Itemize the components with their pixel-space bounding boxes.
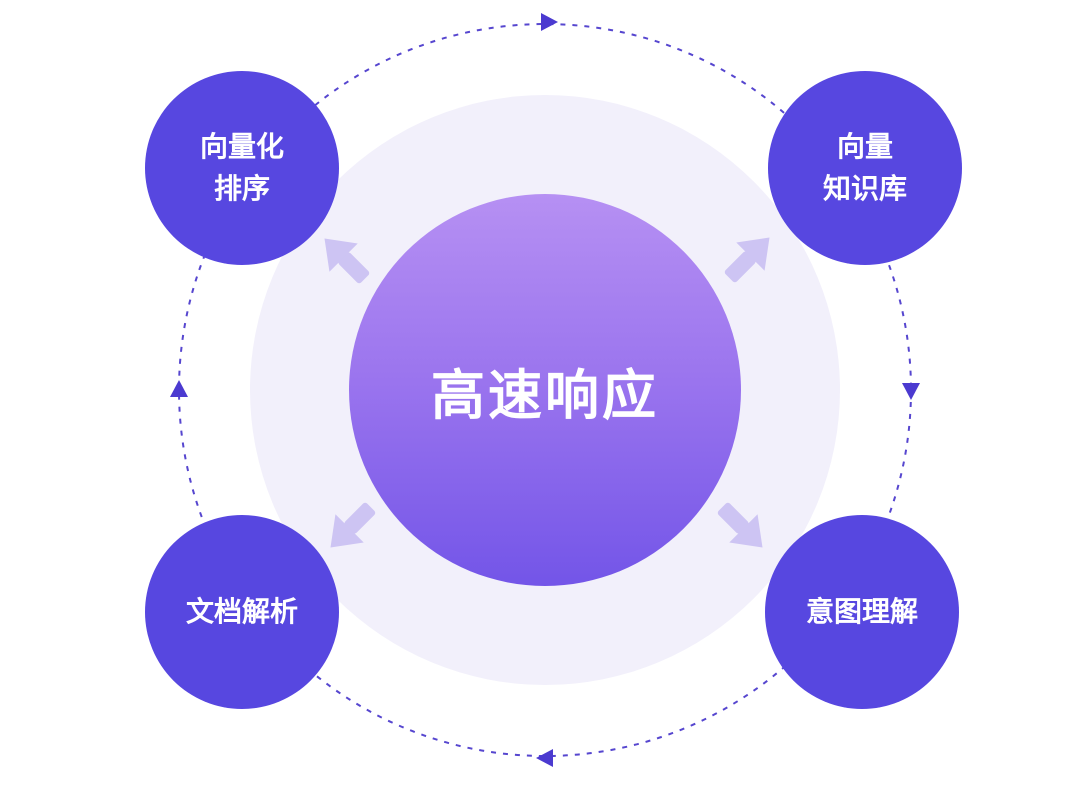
outward-arrow-bottom-right-icon	[702, 487, 781, 566]
outward-arrow-top-right-icon	[709, 218, 788, 297]
satellite-intent-understanding: 意图理解	[765, 515, 959, 709]
orbit-arrow-left-icon	[170, 380, 188, 397]
orbit-arrow-right-icon	[902, 383, 920, 400]
satellite-label-line: 意图理解	[805, 596, 918, 627]
outward-arrow-bottom-left-icon	[311, 487, 390, 566]
satellite-vector-knowledge-base: 向量 知识库	[768, 71, 962, 265]
satellite-label-line: 向量	[836, 131, 893, 162]
outward-arrow-top-left-icon	[305, 219, 384, 298]
center-label: 高速响应	[431, 365, 659, 426]
orbit-arrow-bottom-icon	[536, 749, 553, 767]
satellite-label-line: 向量化	[199, 131, 284, 162]
satellite-label-line: 排序	[213, 173, 270, 204]
satellite-label-line: 文档解析	[185, 596, 298, 627]
satellite-label-line: 知识库	[822, 173, 907, 204]
satellite-document-parsing: 文档解析	[145, 515, 339, 709]
center-circle: 高速响应	[349, 194, 741, 586]
orbit-arrow-top-icon	[541, 13, 558, 31]
satellite-vectorize-sort: 向量化 排序	[145, 71, 339, 265]
